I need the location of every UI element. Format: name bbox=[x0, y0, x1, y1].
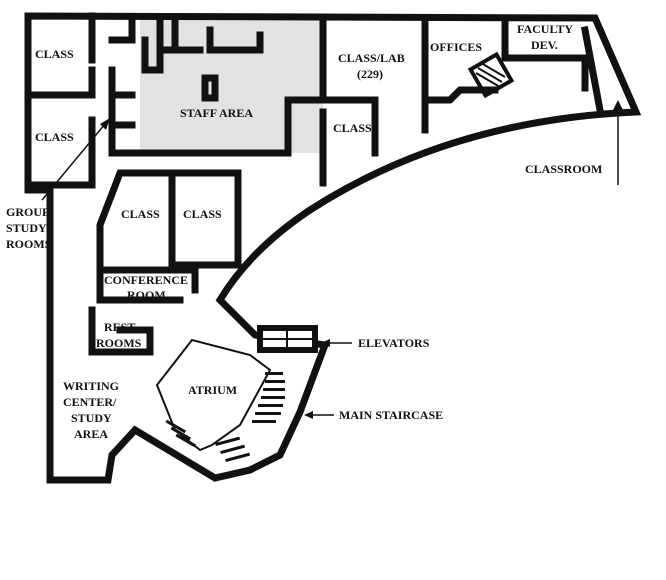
wall-class-lab bbox=[319, 96, 379, 187]
label-class-lab-number: (229) bbox=[357, 67, 383, 81]
label-classroom: CLASSROOM bbox=[525, 162, 602, 176]
group-rooms-arrowhead bbox=[100, 118, 110, 130]
label-writing-area: AREA bbox=[74, 427, 108, 441]
wall-restrooms bbox=[88, 306, 154, 356]
label-main-staircase: MAIN STAIRCASE bbox=[339, 408, 443, 422]
elevator-block bbox=[257, 325, 318, 353]
group-rooms-arrow bbox=[41, 117, 111, 201]
wall-classroom-divider bbox=[580, 25, 605, 115]
label-elevators: ELEVATORS bbox=[358, 336, 430, 350]
wall-faculty bbox=[501, 14, 589, 92]
office-stair-icon bbox=[467, 51, 515, 99]
wall-group-rooms bbox=[108, 66, 136, 154]
elevator-arrowhead bbox=[321, 339, 330, 347]
label-writing: WRITING bbox=[63, 379, 119, 393]
label-class-top-left: CLASS bbox=[35, 47, 74, 61]
label-class-center-left: CLASS bbox=[121, 207, 160, 221]
wall-staff-inner bbox=[201, 74, 219, 102]
wall-staff-top bbox=[206, 26, 264, 54]
label-conference-room: ROOM bbox=[127, 288, 166, 302]
atrium-outline bbox=[155, 338, 272, 452]
label-rest-rooms: ROOMS bbox=[96, 336, 142, 350]
label-faculty: FACULTY bbox=[517, 22, 573, 36]
staff-area-shading bbox=[140, 18, 323, 153]
label-offices: OFFICES bbox=[430, 40, 482, 54]
staircase-arrowhead bbox=[304, 411, 313, 419]
label-conference: CONFERENCE bbox=[104, 273, 188, 287]
label-rooms: ROOMS bbox=[6, 237, 52, 251]
label-class-229-below: CLASS bbox=[333, 121, 372, 135]
wall-center-classes bbox=[96, 169, 242, 304]
wall-offices bbox=[421, 14, 499, 134]
classroom-arrowhead bbox=[613, 100, 623, 110]
label-study: STUDY bbox=[6, 221, 47, 235]
label-atrium: ATRIUM bbox=[188, 383, 237, 397]
label-class-mid-left: CLASS bbox=[35, 130, 74, 144]
label-class-lab: CLASS/LAB bbox=[338, 51, 405, 65]
label-writing-center: CENTER/ bbox=[63, 395, 117, 409]
stair-seats bbox=[165, 372, 285, 463]
outer-wall bbox=[24, 12, 642, 484]
label-faculty-dev: DEV. bbox=[531, 38, 558, 52]
label-group: GROUP bbox=[6, 205, 49, 219]
label-writing-study: STUDY bbox=[71, 411, 112, 425]
label-rest: REST bbox=[104, 320, 135, 334]
label-staff-area: STAFF AREA bbox=[180, 106, 253, 120]
wall-staff-bottom bbox=[108, 96, 292, 157]
wall-stair-block bbox=[156, 18, 179, 52]
label-class-center-right: CLASS bbox=[183, 207, 222, 221]
wall-class-left-v bbox=[24, 12, 96, 189]
